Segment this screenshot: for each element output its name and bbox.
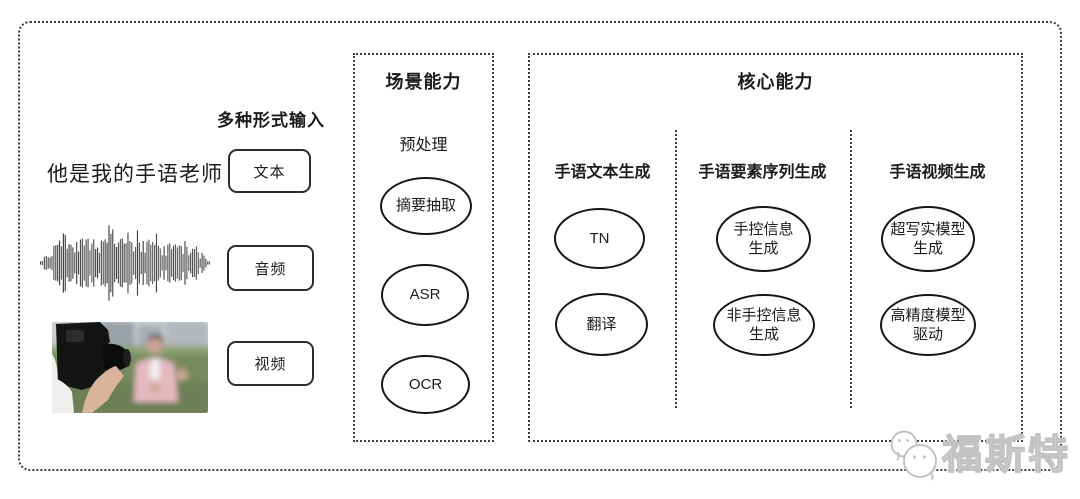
audio-waveform-image (40, 225, 210, 301)
input-type-text-label: 文本 (253, 163, 286, 181)
node-label: 摘要抽取 (395, 197, 456, 215)
node-label-line2: 生成 (748, 326, 779, 343)
core-capability-box: 核心能力 手语文本生成 手语要素序列生成 手语视频生成 TN 翻译 手控信息 生… (528, 53, 1023, 442)
node-label: ASR (409, 286, 441, 304)
column-header-sign-text-generation: 手语文本生成 (554, 164, 651, 181)
node-label-line1: 手控信息 (733, 220, 794, 238)
node-label-line2: 生成 (748, 240, 779, 257)
node-label-line2: 驱动 (912, 326, 943, 343)
input-type-video-box: 视频 (227, 341, 314, 386)
node-tn: TN (554, 208, 645, 269)
node-label: TN (589, 229, 610, 247)
node-label-line1: 超写实模型 (890, 220, 966, 238)
column-divider (675, 130, 677, 408)
input-type-audio-label: 音频 (254, 260, 287, 278)
watermark-logo-icon (890, 430, 937, 481)
camera-foreground (52, 322, 131, 413)
scene-box-subtitle: 预处理 (399, 137, 448, 154)
node-translation: 翻译 (555, 293, 648, 356)
node-label-line1: 非手控信息 (726, 306, 802, 324)
input-type-audio-box: 音频 (227, 245, 314, 291)
node-label-line1: 高精度模型 (890, 306, 966, 324)
input-section-heading: 多种形式输入 (217, 111, 325, 130)
column-divider (850, 130, 852, 408)
node-manual-info-generation: 手控信息 生成 (716, 206, 811, 272)
node-label: OCR (408, 375, 443, 393)
node-asr: ASR (381, 264, 469, 326)
node-label-line2: 生成 (912, 240, 943, 257)
scene-box-title: 场景能力 (385, 72, 462, 92)
node-ocr: OCR (381, 355, 470, 414)
core-box-title: 核心能力 (737, 72, 814, 92)
node-hyperrealistic-model-generation: 超写实模型 生成 (881, 206, 975, 272)
input-type-text-box: 文本 (228, 149, 311, 193)
video-thumbnail-image (52, 322, 208, 413)
node-non-manual-info-generation: 非手控信息 生成 (713, 294, 815, 356)
node-high-precision-model-driving: 高精度模型 驱动 (880, 294, 976, 356)
column-header-sign-element-sequence-generation: 手语要素序列生成 (698, 164, 827, 181)
column-header-sign-video-generation: 手语视频生成 (889, 164, 986, 181)
input-type-video-label: 视频 (254, 356, 287, 373)
scene-capability-box: 场景能力 预处理 摘要抽取 ASR OCR (353, 53, 494, 442)
watermark: 福斯特 (888, 426, 1071, 484)
outer-dotted-border (18, 21, 1062, 471)
watermark-text: 福斯特 (941, 433, 1071, 477)
node-label: 翻译 (586, 315, 617, 333)
sample-sentence-text: 他是我的手语老师 (47, 163, 223, 186)
node-summary-extraction: 摘要抽取 (380, 177, 472, 235)
